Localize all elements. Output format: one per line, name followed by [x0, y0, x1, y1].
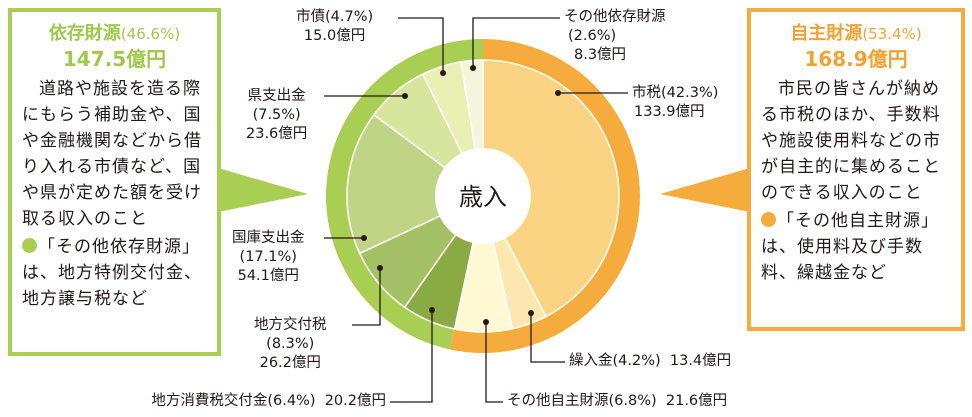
slice-name: 繰入金 — [569, 353, 613, 369]
leader-dot — [440, 70, 446, 76]
slice-value: 26.2億円 — [259, 355, 321, 371]
slice-name: 地方消費税交付金 — [151, 393, 268, 409]
slice-percent: (6.4%) — [267, 393, 316, 409]
slice-name: その他依存財源 — [564, 9, 666, 25]
slice-name: 市債 — [296, 9, 325, 25]
slice-value: 54.1億円 — [237, 268, 299, 284]
box-amount: 168.9億円 — [804, 47, 908, 71]
slice-value: 21.6億円 — [665, 393, 728, 409]
box-percent: (53.4%) — [862, 25, 922, 43]
box-description: 道路や施設を造る際にもらう補助金や、国や金融機関などから借り入れる市債など、国や… — [22, 79, 202, 229]
leader-dot — [361, 235, 367, 241]
box-amount: 147.5億円 — [62, 47, 167, 71]
label-kofuzei: 地方交付税 (8.3%) 26.2億円 — [254, 316, 327, 373]
label-ken: 県支出金 (7.5%) 23.6億円 — [246, 87, 307, 144]
label-kuriire: 繰入金(4.2%) 13.4億円 — [569, 352, 731, 371]
label-chiho-shohizei: 地方消費税交付金(6.4%) 20.2億円 — [151, 392, 386, 411]
slice-value: 133.9億円 — [634, 104, 705, 120]
box-note-text: 「その他自主財源」は、使用料及び手数料、繰越金など — [761, 211, 939, 283]
box-note: 「その他依存財源」は、地方特例交付金、地方譲与税など — [22, 234, 207, 312]
slice-percent: (2.6%) — [568, 28, 617, 44]
leader-dot — [429, 307, 435, 313]
leader-dot — [555, 90, 561, 96]
box-note: 「その他自主財源」は、使用料及び手数料、繰越金など — [761, 208, 951, 286]
slice-市税 — [482, 59, 620, 318]
slice-value: 15.0億円 — [303, 28, 366, 44]
slice-name: 国庫支出金 — [232, 230, 305, 246]
slice-value: 23.6億円 — [246, 126, 308, 142]
box-title: 自主財源(53.4%) — [761, 22, 951, 46]
dependent-revenue-box: 依存財源(46.6%) 147.5億円 道路や施設を造る際にもらう補助金や、国や… — [8, 8, 221, 356]
box-description: 市民の皆さんが納める市税のほか、手数料や施設使用料などの市が自主的に集めることの… — [761, 79, 941, 203]
slice-percent: (8.3%) — [266, 336, 315, 352]
leader-line-other-dep — [472, 17, 560, 68]
slice-value: 20.2億円 — [324, 393, 386, 409]
box-percent: (46.6%) — [120, 25, 181, 43]
leader-line-chiho-shohizei — [390, 310, 433, 403]
slice-value: 8.3億円 — [574, 47, 627, 63]
green-bullet-icon — [22, 238, 37, 253]
slice-percent: (4.2%) — [612, 353, 661, 369]
box-note-text: 「その他依存財源」は、地方特例交付金、地方譲与税など — [22, 237, 202, 309]
box-title-text: 自主財源 — [790, 23, 863, 44]
dependent-pointer — [218, 168, 308, 212]
slice-name: その他自主財源 — [507, 393, 609, 409]
ring-dep — [325, 39, 483, 350]
label-shizei: 市税(42.3%) 133.9億円 — [632, 84, 718, 122]
leader-dot — [402, 93, 408, 99]
donut-hole — [435, 148, 531, 244]
chart-title: 歳入 — [459, 183, 507, 211]
leader-line-other-own — [485, 322, 503, 403]
label-shisai: 市債(4.7%) 15.0億円 — [296, 8, 373, 46]
own-pointer — [660, 168, 750, 212]
own-revenue-box: 自主財源(53.4%) 168.9億円 市民の皆さんが納める市税のほか、手数料や… — [747, 8, 965, 331]
orange-bullet-icon — [761, 212, 776, 227]
slice-value: 13.4億円 — [669, 353, 732, 369]
slice-percent: (42.3%) — [661, 85, 719, 101]
label-other-own: その他自主財源(6.8%) 21.6億円 — [507, 392, 727, 411]
slice-percent: (7.5%) — [252, 107, 301, 123]
label-other-dep: その他依存財源 (2.6%) 8.3億円 — [564, 8, 666, 65]
slice-name: 県支出金 — [247, 88, 306, 104]
box-title-text: 依存財源 — [48, 23, 121, 44]
leader-line-kofuzei — [352, 268, 381, 326]
slice-percent: (6.8%) — [608, 393, 657, 409]
slice-percent: (17.1%) — [239, 249, 297, 265]
box-title: 依存財源(46.6%) — [22, 22, 207, 46]
slice-国庫支出金 — [346, 113, 485, 255]
leader-line-shisai — [398, 17, 444, 73]
leader-dot — [470, 65, 476, 71]
slice-percent: (4.7%) — [325, 9, 374, 25]
slice-name: 市税 — [632, 85, 661, 101]
leader-dot — [528, 310, 534, 316]
leader-dot — [483, 319, 489, 325]
slice-name: 地方交付税 — [254, 317, 327, 333]
leader-dot — [377, 265, 383, 271]
label-kokko: 国庫支出金 (17.1%) 54.1億円 — [232, 229, 305, 286]
leader-line-kuriire — [530, 313, 565, 363]
